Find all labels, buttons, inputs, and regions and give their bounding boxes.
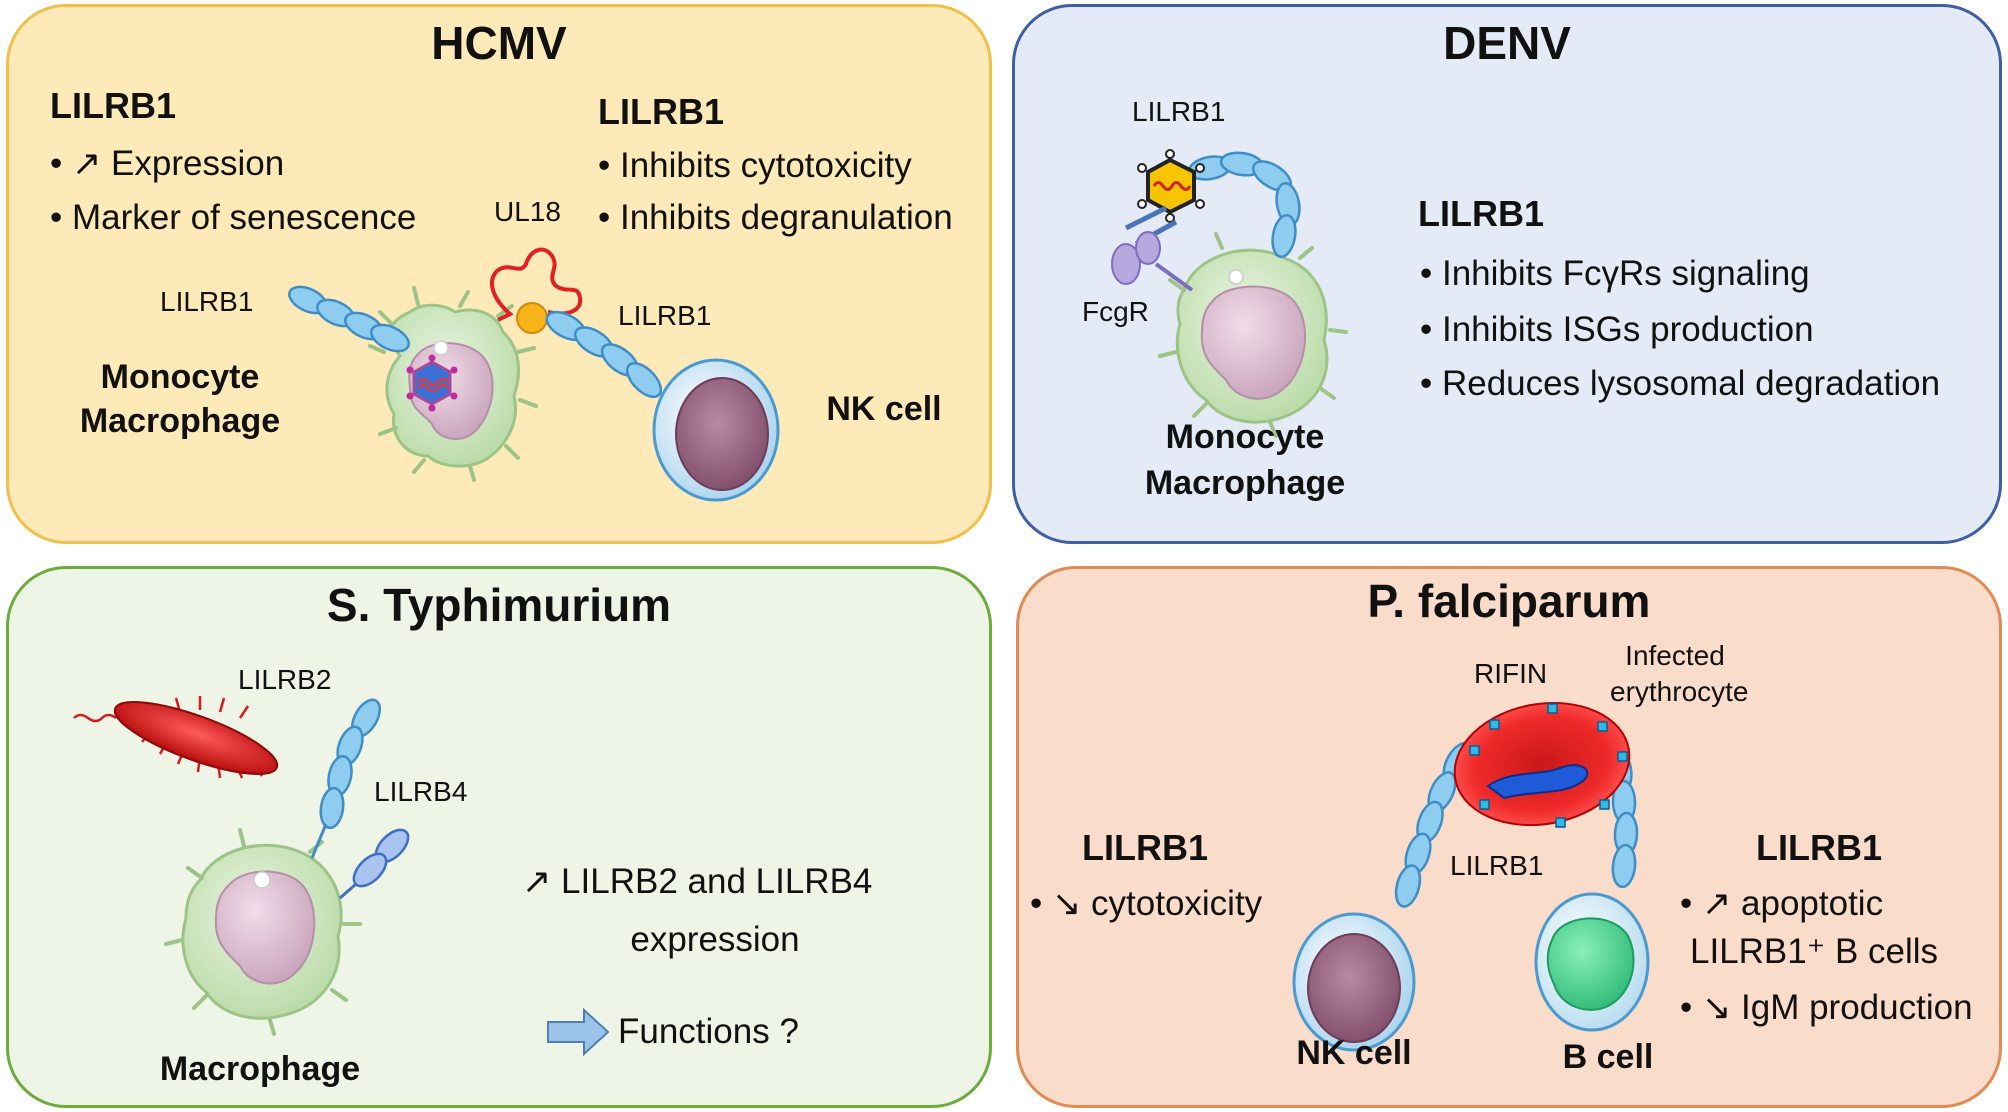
- hcmv-macrophage: [368, 286, 538, 482]
- typhimurium-cell-label: Macrophage: [159, 1050, 361, 1088]
- denv-macrophage: [1158, 232, 1348, 438]
- pf-nk-cell: [1292, 912, 1416, 1052]
- denv-cell-label-monocyte: Monocyte: [1165, 418, 1325, 456]
- lilrb4-chain: [339, 828, 410, 900]
- erythrocyte-label: Infected: [1625, 640, 1725, 671]
- hcmv-right-bullet: • Inhibits degranulation: [598, 198, 953, 237]
- typhimurium-effect-line2: expression: [630, 920, 800, 959]
- pf-left-bullet: • ↘ cytotoxicity: [1030, 884, 1263, 923]
- hcmv-receptor-label-left: LILRB1: [160, 286, 254, 317]
- typhimurium-title: S. Typhimurium: [326, 579, 672, 631]
- pf-left-heading: LILRB1: [1082, 827, 1208, 868]
- typhimurium-panel: [6, 566, 992, 1108]
- falciparum-title: P. falciparum: [1367, 575, 1651, 627]
- hcmv-nk-cell: [652, 358, 780, 502]
- denv-bullet: • Inhibits FcγRs signaling: [1420, 254, 1810, 293]
- rifin-label: RIFIN: [1474, 658, 1548, 689]
- ul18-ligand: [490, 247, 583, 334]
- salmonella-bacterium: [73, 696, 279, 779]
- denv-panel: [1012, 4, 2002, 544]
- typhimurium-effect: ↗ LILRB2 and LILRB4: [522, 862, 873, 901]
- pf-right-bullet-line2: LILRB1⁺ B cells: [1690, 932, 1939, 971]
- functions-arrow: [547, 1007, 610, 1057]
- pf-right-heading: LILRB1: [1756, 827, 1882, 868]
- denv-title: DENV: [1443, 17, 1571, 69]
- hcmv-cell-label-monocyte: Monocyte: [100, 358, 260, 396]
- denv-receptor-chain: [1187, 151, 1301, 259]
- hcmv-left-heading: LILRB1: [50, 85, 176, 126]
- functions-label: Functions ?: [618, 1012, 799, 1051]
- pf-nk-label: NK cell: [1296, 1034, 1412, 1072]
- pf-right-bullet: • ↘ IgM production: [1680, 988, 1973, 1027]
- lilrb2-label: LILRB2: [238, 664, 332, 695]
- hcmv-receptor-chain-right: [545, 310, 663, 399]
- typhimurium-macrophage: [164, 828, 362, 1036]
- hcmv-title: HCMV: [431, 17, 567, 69]
- pf-receptor-label: LILRB1: [1450, 850, 1544, 881]
- hcmv-receptor-label-right: LILRB1: [618, 300, 712, 331]
- hcmv-cell-label-nk: NK cell: [826, 390, 942, 428]
- pf-b-cell: [1534, 892, 1650, 1032]
- lilrb2-chain: [310, 698, 382, 859]
- fcgr-label: FcgR: [1082, 296, 1149, 327]
- pf-right-bullet: • ↗ apoptotic: [1680, 884, 1884, 923]
- hcmv-left-bullet: • ↗ Expression: [50, 144, 285, 183]
- fcgr-receptor: [1111, 205, 1194, 292]
- pf-b-label: B cell: [1562, 1038, 1654, 1076]
- falciparum-panel: [1016, 566, 2002, 1108]
- hcmv-receptor-chain-left: [288, 285, 410, 353]
- hcmv-panel: [6, 4, 992, 544]
- hcmv-right-bullet: • Inhibits cytotoxicity: [598, 146, 912, 185]
- denv-receptor-label: LILRB1: [1132, 96, 1226, 127]
- denv-virion: [1137, 149, 1205, 223]
- ul18-label: UL18: [494, 196, 561, 227]
- hcmv-left-bullet: • Marker of senescence: [50, 198, 417, 237]
- denv-bullet: • Inhibits ISGs production: [1420, 310, 1814, 349]
- lilrb4-label: LILRB4: [374, 776, 468, 807]
- denv-heading: LILRB1: [1418, 193, 1544, 234]
- hcmv-cell-label-macrophage: Macrophage: [79, 402, 281, 440]
- denv-cell-label-macrophage: Macrophage: [1144, 464, 1346, 502]
- erythrocyte-label-line2: erythrocyte: [1610, 676, 1749, 707]
- denv-bullet: • Reduces lysosomal degradation: [1420, 364, 1941, 403]
- infected-erythrocyte: [1453, 701, 1631, 828]
- hcmv-right-heading: LILRB1: [598, 91, 724, 132]
